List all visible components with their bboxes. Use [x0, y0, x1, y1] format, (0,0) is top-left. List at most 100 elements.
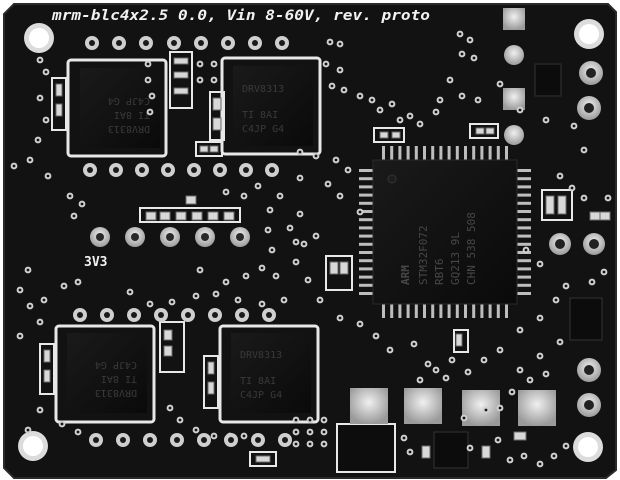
mcu-pin [515, 193, 531, 197]
via-drill [544, 372, 548, 376]
via-drill [518, 108, 522, 112]
mcu-pin [515, 169, 531, 172]
mcu-pin [382, 146, 385, 162]
smd-part [421, 445, 431, 459]
mcu-pin [505, 146, 508, 162]
driver-chip-bottom-left: DRV8313 TI 8AI C4JP G4 [54, 324, 156, 424]
via-drill [38, 96, 42, 100]
rail-label-3v3: 3V3 [84, 255, 107, 270]
via-drill [148, 302, 152, 306]
via-drill [444, 376, 448, 380]
through-hole-drill [77, 312, 83, 318]
via-drill [458, 32, 462, 36]
via-drill [570, 186, 574, 190]
mcu-pin [359, 185, 375, 189]
via-drill [314, 234, 318, 238]
via-drill [322, 418, 326, 422]
via-drill [314, 154, 318, 158]
mcu-pin [515, 201, 531, 205]
smd-part [379, 131, 389, 139]
through-hole-drill [165, 167, 171, 173]
smd-part [159, 211, 171, 221]
mcu-pin [488, 302, 492, 318]
mcu-pin [515, 226, 531, 230]
mcu-pin [398, 302, 402, 318]
via-drill [62, 284, 66, 288]
smd-part [175, 211, 187, 221]
via-drill [538, 354, 542, 358]
via-drill [278, 194, 282, 198]
smd-part [55, 103, 63, 117]
mcu-pin [496, 146, 500, 162]
smd-part [163, 345, 173, 357]
smd-part [485, 127, 495, 135]
via-drill [330, 84, 334, 88]
via-drill [370, 98, 374, 102]
mcu-pin [515, 185, 531, 189]
via-drill [510, 390, 514, 394]
mcu-pin [359, 267, 375, 271]
smd-part [173, 87, 189, 95]
through-hole-drill [212, 312, 218, 318]
mcu-pin [447, 146, 451, 162]
via-drill [524, 248, 528, 252]
via-drill [388, 348, 392, 352]
smd-part [207, 211, 219, 221]
mcu-pin [515, 292, 531, 295]
via-drill [582, 196, 586, 200]
driver-label-line1: DRV8313 [108, 123, 150, 134]
mcu-pin [359, 259, 375, 263]
via-drill [294, 240, 298, 244]
via-drill [468, 38, 472, 42]
mcu-pins [359, 146, 531, 318]
via-drill [498, 82, 502, 86]
via-drill [294, 430, 298, 434]
via-drill [178, 418, 182, 422]
via-drill [242, 434, 246, 438]
mcu-pin [359, 251, 375, 254]
through-hole-drill [116, 40, 122, 46]
via-drill [338, 42, 342, 46]
via-drill [18, 288, 22, 292]
via-drill [60, 422, 64, 426]
via-drill [554, 298, 558, 302]
through-hole-drill [198, 40, 204, 46]
through-hole-drill [252, 40, 258, 46]
mounting-holes [18, 19, 604, 462]
mcu-line4: GQ213 9L [449, 232, 462, 285]
mcu-pin [472, 302, 476, 318]
mcu-pin [455, 302, 459, 318]
via-drill [26, 268, 30, 272]
mcu-pin [423, 146, 426, 162]
smd-part [223, 211, 235, 221]
via-drill [244, 274, 248, 278]
via-drill [76, 430, 80, 434]
through-hole-drill [201, 437, 207, 443]
smd-part [173, 57, 189, 65]
via-drill [498, 348, 502, 352]
via-drill [434, 110, 438, 114]
via-drill [270, 248, 274, 252]
via-drill [358, 94, 362, 98]
header-3v3-pads [90, 207, 250, 247]
via-drill [256, 184, 260, 188]
via-drill [462, 416, 466, 420]
small-ics [336, 63, 603, 473]
via-drill [538, 462, 542, 466]
driver-label-line2: TI 8AI [240, 376, 276, 387]
through-hole-drill [243, 167, 249, 173]
mcu-pin [359, 201, 375, 205]
via-drill [28, 158, 32, 162]
smd-part [207, 361, 215, 375]
via-drill [42, 298, 46, 302]
through-hole-drill [131, 312, 137, 318]
via-drill [338, 68, 342, 72]
via-drill [318, 298, 322, 302]
mcu-pin [464, 146, 467, 162]
mcu-pin [359, 292, 375, 295]
via-drill [558, 340, 562, 344]
via-drill [324, 62, 328, 66]
via-drill [552, 454, 556, 458]
mcu-pin [480, 302, 484, 318]
via-drill [198, 78, 202, 82]
